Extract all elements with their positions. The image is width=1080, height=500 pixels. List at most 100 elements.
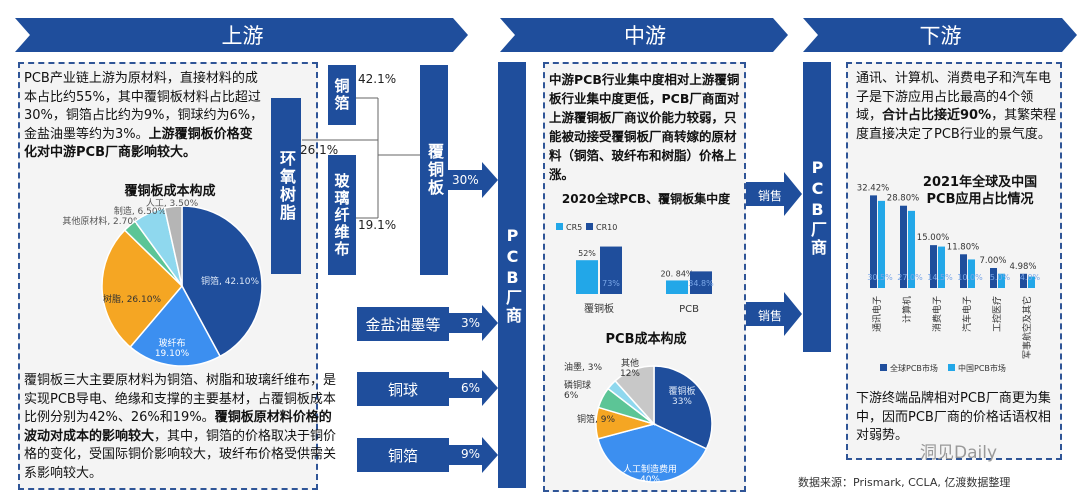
pie-label-3-value: 6% (564, 391, 579, 401)
conc-bar-label-1-1: 34.8% (688, 279, 714, 288)
app-bar-label-5-1: 4.0% (1020, 273, 1041, 282)
pie-label-5-value: 12% (620, 369, 640, 379)
header-arrows (15, 18, 1077, 52)
app-bar-0-0 (870, 195, 877, 288)
conc-category-1: PCB (679, 304, 699, 315)
pie-label-1: 人工制造费用 (623, 463, 677, 475)
app-category-5: 军事航空及其它 (1021, 296, 1033, 359)
app-bar-5-1 (1028, 276, 1035, 288)
app-bar-label-4-1: 5.0% (990, 273, 1011, 282)
pie-label-3: 磷铜球 (564, 379, 591, 391)
pie-label-5: 人工, 3.50% (146, 198, 199, 209)
app-bar-label-4-0: 7.00% (979, 256, 1006, 266)
pcb-cost-chart-title: PCB成本构成 (605, 332, 687, 347)
app-category-2: 消费电子 (931, 296, 943, 332)
conc-bar-1-1 (690, 271, 712, 294)
glass-fiber-pct: 19.1% (358, 218, 397, 232)
conc-category-0: 覆铜板 (584, 302, 614, 315)
gold-ink-pct: 3% (461, 316, 481, 330)
resin-pct: 26.1% (300, 143, 339, 157)
app-legend-0: 全球PCB市场 (890, 363, 938, 373)
concentration-chart-title: 2020全球PCB、覆铜板集中度 (561, 192, 731, 206)
pie-label-0: 铜箔, 42.10% (201, 275, 259, 287)
app-bar-label-2-0: 15.00% (917, 233, 949, 243)
copper-ball-pct: 6% (461, 381, 481, 395)
pie-slice-5 (163, 205, 183, 287)
app-bar-label-3-0: 11.80% (947, 242, 979, 252)
app-bar-4-1 (998, 273, 1005, 288)
conc-bar-label-1-0: 20. 84% (660, 269, 693, 278)
conc-legend-1: CR10 (596, 223, 617, 232)
sales-arrows (746, 172, 802, 336)
app-bar-label-5-0: 4.98% (1009, 262, 1036, 272)
ccl-box: 覆铜板 (420, 65, 448, 275)
pie-slice-1 (129, 284, 222, 367)
conc-bar-1-0 (666, 280, 688, 294)
pie-label-5: 其他 (621, 357, 639, 369)
pie-slice-0 (181, 205, 263, 358)
pie-label-4: 油墨, 3% (564, 361, 602, 373)
app-chart-title-2: PCB应用占比情况 (926, 192, 1034, 207)
ccl-pie-title: 覆铜板成本构成 (124, 184, 216, 199)
app-bar-label-2-1: 14.5% (927, 273, 953, 282)
copper-ball-box: 铜球 (357, 372, 449, 406)
app-bar-3-1 (968, 259, 975, 288)
app-bar-0-1 (878, 200, 885, 288)
upstream-para-1: PCB产业链上游为原材料，直接材料的成本占比约55%，其中覆铜板材料占比超过30… (24, 71, 264, 160)
upstream-header: 上游 (221, 24, 264, 48)
app-category-4: 工控医疗 (991, 296, 1003, 332)
app-chart-title-1: 2021年全球及中国 (922, 175, 1038, 190)
copper-foil-input-box: 铜箔 (357, 438, 449, 472)
app-legend-swatch-0 (880, 364, 887, 371)
pie-label-4: 制造, 6.50% (114, 205, 167, 217)
pie-label-1-value: 40% (640, 475, 660, 485)
ccl-share-label: 30% (452, 173, 479, 187)
pie-label-1-value: 19.10% (155, 349, 190, 359)
app-bar-4-0 (990, 268, 997, 288)
app-bar-2-1 (938, 246, 945, 288)
copper-foil-pct: 42.1% (358, 72, 397, 86)
resin-box: 环氧树脂 (271, 98, 301, 274)
conc-legend-swatch-1 (586, 223, 593, 230)
upstream-para-2: 覆铜板三大主要原材料为铜箔、树脂和玻璃纤维布，是实现PCB导电、绝缘和支撑的主要… (24, 373, 337, 481)
conc-bar-0-1 (600, 246, 622, 294)
pcb-maker-bar-down: PCB厂商 (803, 62, 831, 352)
app-bar-label-1-0: 28.80% (887, 194, 919, 204)
material-connectors (302, 97, 420, 219)
upstream-flow-arrows (448, 162, 498, 473)
midstream-header: 中游 (624, 24, 666, 48)
application-share-chart: 32.42%30.5%通讯电子28.80%27.0%计算机15.00%14.5%… (857, 183, 1041, 373)
conc-legend-0: CR5 (566, 223, 582, 232)
app-bar-label-3-1: 10.0% (957, 273, 983, 282)
app-bar-label-0-0: 32.42% (857, 183, 889, 193)
glass-fiber-box: 玻璃纤维布 (328, 155, 356, 275)
downstream-summary: 通讯、计算机、消费电子和汽车电子是下游应用占比最高的4个领域，合计占比接近90%… (856, 71, 1057, 142)
copper-foil-input-pct: 9% (461, 447, 481, 461)
app-legend-1: 中国PCB市场 (958, 363, 1006, 373)
pie-label-3: 其他原材料, 2.70% (62, 215, 142, 227)
pie-label-1: 玻纤布 (158, 337, 185, 349)
pie-label-2: 铜箔, 9% (577, 413, 615, 425)
sales-label-bottom: 销售 (758, 309, 783, 323)
app-category-3: 汽车电子 (961, 296, 973, 332)
watermark: 洞见Daily (920, 443, 998, 463)
app-bar-1-1 (908, 210, 915, 288)
pie-label-2: 树脂, 26.10% (103, 293, 161, 305)
downstream-header: 下游 (919, 24, 962, 48)
pie-slice-5 (614, 365, 655, 426)
app-bar-1-0 (900, 205, 907, 288)
app-bar-label-1-1: 27.0% (897, 273, 923, 282)
pie-label-0: 覆铜板 (668, 385, 695, 397)
gold-ink-box: 金盐油墨等 (357, 307, 449, 341)
app-category-0: 通讯电子 (871, 296, 883, 332)
app-legend-swatch-1 (948, 364, 955, 371)
downstream-summary-2: 下游终端品牌相对PCB厂商更为集中，因而PCB厂商的价格话语权相对弱势。 (856, 391, 1051, 443)
conc-bar-label-0-0: 52% (578, 249, 596, 258)
conc-legend-swatch-0 (556, 223, 563, 230)
pie-slice-0 (653, 365, 713, 450)
midstream-summary: 中游PCB行业集中度相对上游覆铜板行业集中度更低，PCB厂商面对上游覆铜板厂商议… (549, 72, 740, 182)
app-bar-label-0-1: 30.5% (867, 273, 893, 282)
